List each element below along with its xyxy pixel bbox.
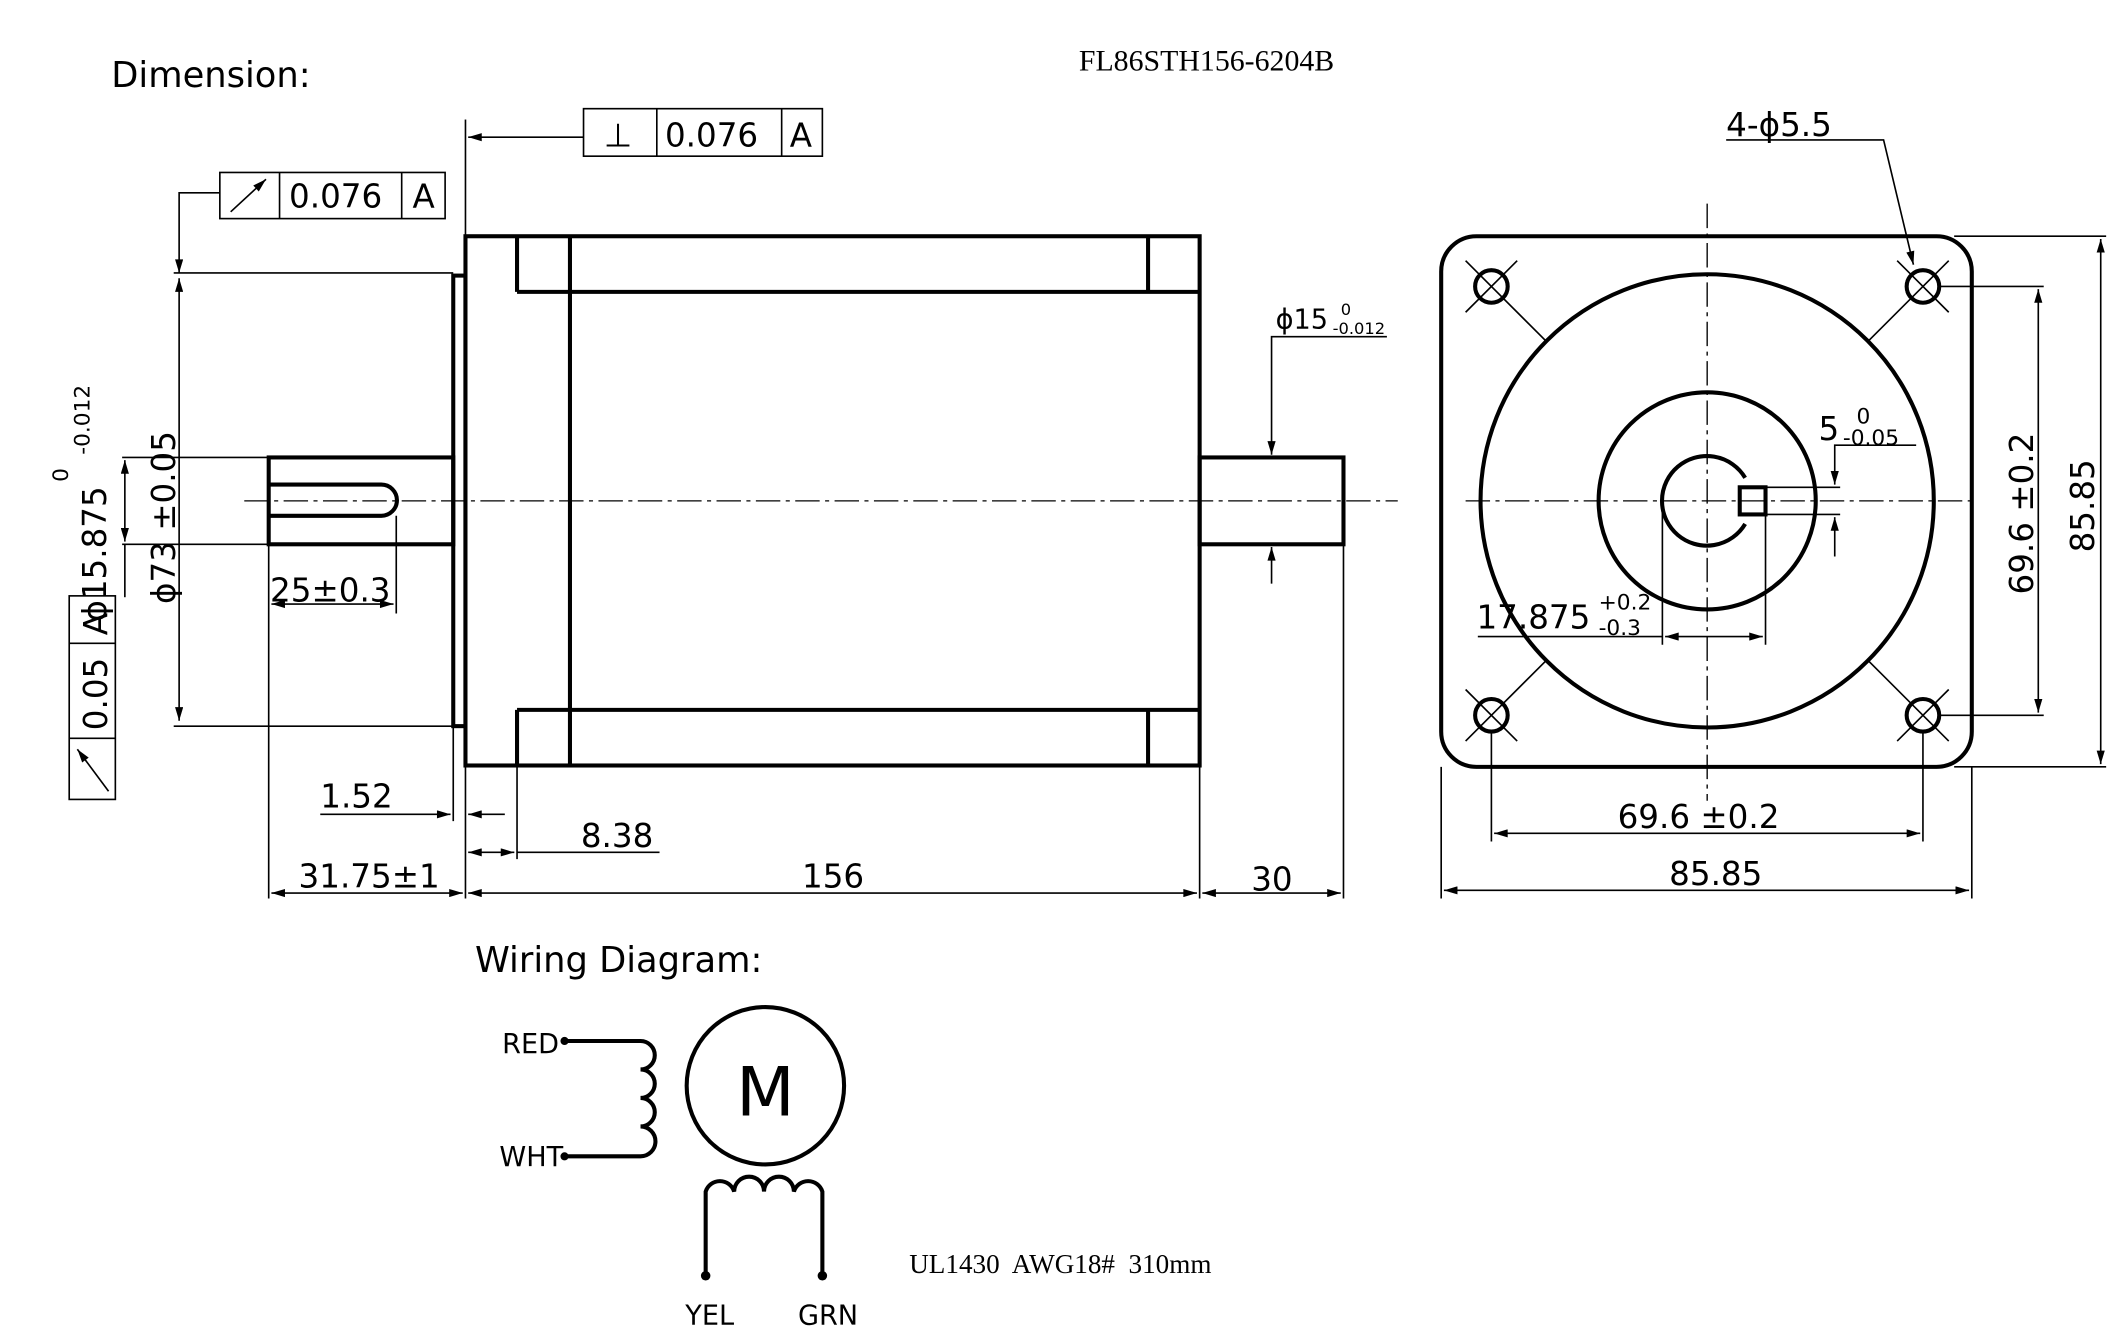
svg-text:-0.05: -0.05: [1843, 426, 1899, 451]
svg-text:ϕ15.875: ϕ15.875: [76, 486, 114, 621]
svg-text:8.38: 8.38: [581, 817, 653, 855]
svg-text:25±0.3: 25±0.3: [270, 571, 390, 609]
runout-frame-left: 0.05 A: [68, 595, 117, 801]
svg-text:5: 5: [1818, 410, 1839, 448]
svg-text:+0.2: +0.2: [1599, 590, 1652, 615]
svg-text:A: A: [413, 178, 435, 216]
svg-text:0.076: 0.076: [289, 178, 382, 216]
svg-text:A: A: [77, 613, 115, 635]
svg-text:69.6 ±0.2: 69.6 ±0.2: [1618, 798, 1780, 836]
model-title: FL86STH156-6204B: [1079, 45, 1334, 78]
side-dimensions: ϕ15.875 -0.012 0 ϕ73 ±0.05 25±0.3 1.52 8…: [49, 272, 1387, 899]
wire-red-label: RED: [502, 1029, 559, 1060]
svg-text:0: 0: [49, 468, 74, 482]
wire-wht-label: WHT: [499, 1142, 563, 1173]
svg-text:0: 0: [1856, 405, 1870, 430]
cable-spec: UL1430 AWG18# 310mm: [909, 1249, 1211, 1279]
dimension-heading: Dimension:: [111, 55, 310, 96]
svg-text:17.875: 17.875: [1476, 598, 1590, 636]
perpendicularity-frame: ⊥ 0.076 A: [464, 107, 824, 237]
svg-text:ϕ15: ϕ15: [1276, 305, 1328, 336]
motor-symbol: [684, 1005, 847, 1167]
motor-front-view: 4-ϕ5.5 5 0 -0.05 17.875 +0.2 -0.3 69.6 ±…: [1439, 106, 2107, 899]
svg-text:1.52: 1.52: [320, 778, 392, 816]
svg-text:-0.3: -0.3: [1599, 616, 1641, 641]
svg-text:-0.012: -0.012: [1333, 319, 1385, 338]
runout-frame-top: 0.076 A: [175, 171, 446, 273]
svg-text:85.85: 85.85: [1669, 855, 1762, 893]
svg-text:ϕ73 ±0.05: ϕ73 ±0.05: [145, 431, 183, 604]
runout-arrow-icon: [76, 748, 110, 792]
svg-text:0.076: 0.076: [665, 117, 758, 155]
svg-text:⊥: ⊥: [604, 117, 632, 155]
svg-text:A: A: [790, 117, 812, 155]
svg-text:4-ϕ5.5: 4-ϕ5.5: [1726, 106, 1832, 144]
svg-text:0: 0: [1341, 300, 1351, 319]
svg-text:0.05: 0.05: [77, 658, 115, 730]
svg-text:30: 30: [1251, 860, 1292, 898]
runout-arrow-icon: [230, 178, 267, 213]
wire-grn-label: GRN: [798, 1301, 858, 1332]
svg-text:M: M: [736, 1054, 795, 1133]
svg-text:-0.012: -0.012: [71, 385, 96, 455]
svg-text:31.75±1: 31.75±1: [299, 858, 440, 896]
wiring-diagram: Wiring Diagram: RED WHT M YEL GRN UL1430…: [475, 940, 1211, 1332]
motor-side-view: [244, 234, 1398, 768]
svg-text:85.85: 85.85: [2064, 459, 2102, 552]
wiring-title: Wiring Diagram:: [475, 940, 762, 981]
wire-yel-label: YEL: [684, 1301, 734, 1332]
svg-text:156: 156: [802, 858, 864, 896]
svg-text:69.6 ±0.2: 69.6 ±0.2: [2003, 433, 2041, 595]
